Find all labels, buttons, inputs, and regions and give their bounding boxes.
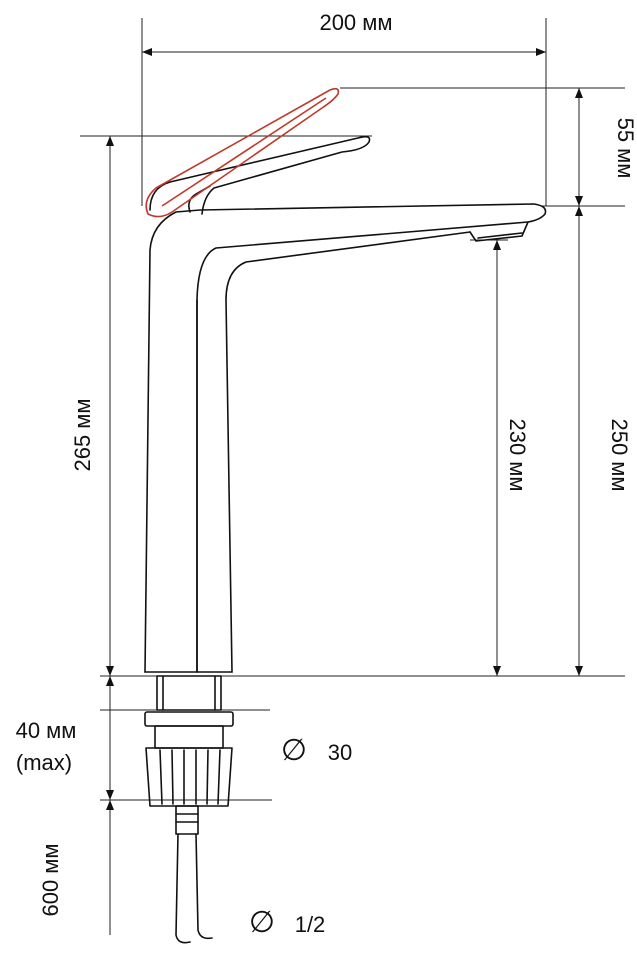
handle-lever (149, 135, 371, 215)
handle-lever-raised (145, 87, 340, 218)
shank-diameter-icon: ∅ (281, 734, 307, 767)
spacer (154, 725, 224, 749)
mount-depth-note: (max) (16, 750, 72, 775)
mount-depth-label: 40 мм (16, 718, 77, 743)
hose-diameter-label: 1/2 (295, 912, 326, 937)
fixing-nut (145, 747, 233, 807)
width-label: 200 мм (319, 10, 392, 35)
spout-height-label: 230 мм (505, 418, 530, 491)
faucet-body (144, 203, 547, 673)
extension-lines (80, 18, 625, 801)
handle-rise-label: 55 мм (613, 118, 637, 179)
hose-length-label: 600 мм (38, 843, 63, 916)
shank-diameter-label: 30 (328, 740, 352, 765)
threaded-shank (156, 675, 222, 711)
dimension-labels: 200 мм 55 мм 250 мм 230 мм 265 мм 40 мм … (16, 10, 637, 939)
hose-fitting (175, 805, 199, 835)
washer (144, 711, 234, 727)
hose-diameter-icon: ∅ (249, 906, 275, 939)
dimension-lines (106, 48, 583, 935)
spout-top-label: 250 мм (607, 418, 632, 491)
mounting-assembly (144, 675, 234, 807)
hose (175, 805, 213, 944)
total-height-label: 265 мм (70, 398, 95, 471)
